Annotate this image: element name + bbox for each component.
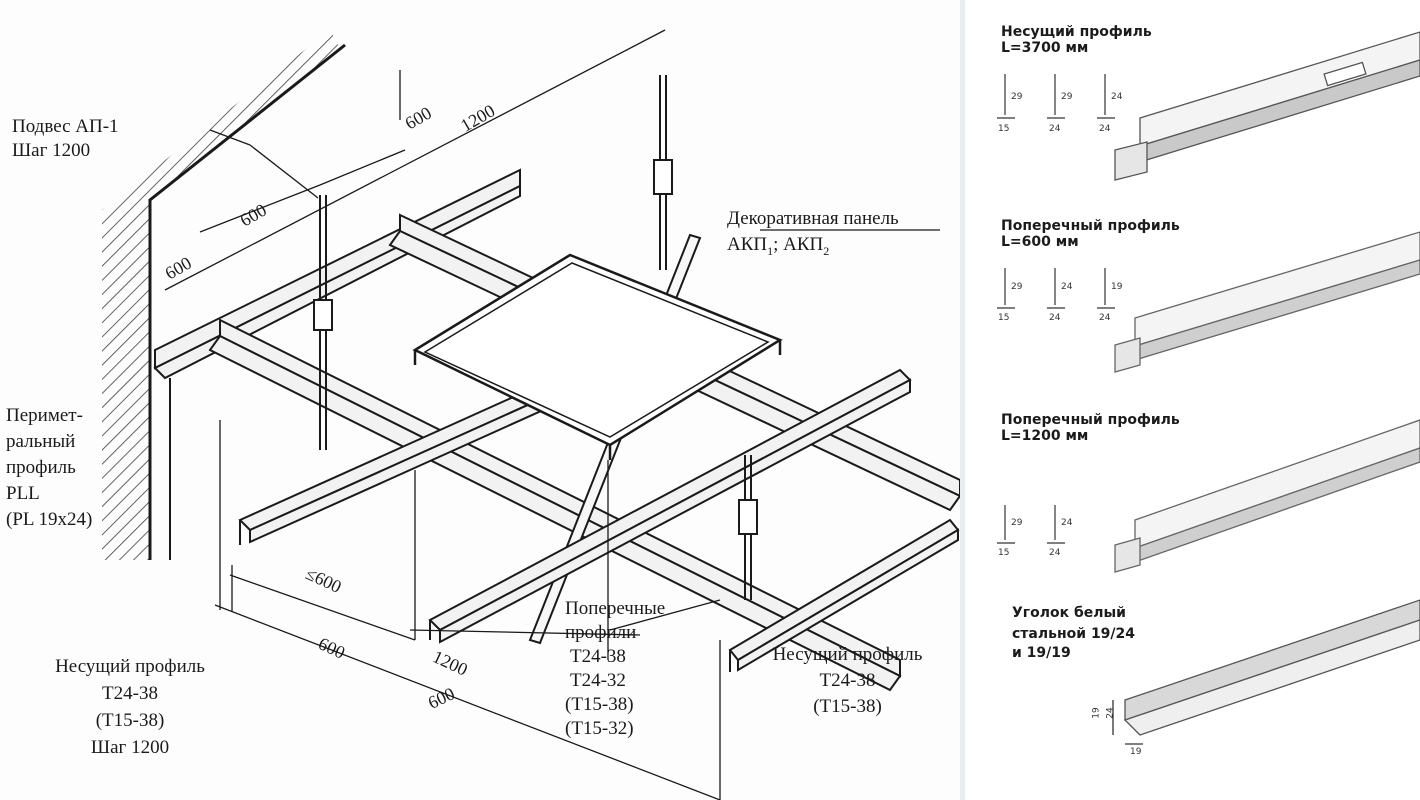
main-profile-section-1-w: 15 (998, 124, 1010, 134)
main-profile-section-2-h: 29 (1061, 92, 1073, 102)
cross-600-section-2-w: 24 (1049, 313, 1061, 323)
ceiling-grid-drawing (102, 29, 960, 800)
cross-600-section-1-w: 15 (998, 313, 1010, 323)
wall-hatching (102, 30, 346, 560)
main-profile-right-label-3: (T15-38) (813, 696, 882, 717)
perimeter-label-2: ральный (6, 431, 76, 452)
perimeter-label-3: профиль (6, 457, 76, 478)
main-profile-right-label-2: T24-38 (819, 670, 876, 691)
cross-1200-title: Поперечный профиль (1001, 412, 1180, 428)
cross-600-section-3-w: 24 (1099, 313, 1111, 323)
cross-1200-length: L=1200 мм (1001, 428, 1089, 444)
panel-types: АКП1; АКП2 (727, 234, 829, 262)
cross-600-section-2-h: 24 (1061, 282, 1073, 292)
cross-profiles-label-1: Поперечные (565, 598, 666, 619)
main-profile-left-label-3: (T15-38) (95, 710, 165, 731)
section-sketches (997, 74, 1115, 544)
cross-profiles-label-4: T24-32 (570, 670, 626, 691)
perimeter-label-4: PLL (6, 483, 40, 504)
main-profile-section-1-h: 29 (1011, 92, 1023, 102)
angle-profile-illustration (1112, 599, 1420, 745)
cross-1200-section-1-h: 29 (1011, 518, 1023, 528)
main-profile-section-3-h: 24 (1111, 92, 1123, 102)
main-profile-left-label-4: Шаг 1200 (90, 737, 170, 758)
angle-title-2: стальной 19/24 (1012, 626, 1136, 642)
cross-profiles (238, 338, 960, 672)
cross-600-section-1-h: 29 (1011, 282, 1023, 292)
cross-600-length: L=600 мм (1001, 234, 1079, 250)
panel-type-1: АКП (727, 234, 768, 255)
main-profile-right-label-1: Несущий профиль (772, 644, 923, 665)
main-profile-left-label-2: T24-38 (102, 683, 158, 704)
dimension-lines (164, 29, 940, 800)
cross-profile-1200-illustration (1114, 419, 1420, 573)
panel-label: Декоративная панель (727, 208, 899, 229)
angle-title-1: Уголок белый (1012, 605, 1126, 621)
main-profile-left-label-1: Несущий профиль (55, 656, 205, 677)
angle-title-3: и 19/19 (1012, 645, 1071, 661)
panel-type-2-index: 2 (823, 243, 830, 258)
suspension-step-label: Шаг 1200 (12, 140, 91, 161)
main-profile-section-2-w: 24 (1049, 124, 1061, 134)
hangers (313, 75, 758, 600)
cross-profiles-label-5: (T15-38) (565, 694, 634, 715)
main-profile-length: L=3700 мм (1001, 40, 1089, 56)
cross-1200-section-2-h: 24 (1061, 518, 1073, 528)
cross-profiles-label-2: профили (565, 622, 637, 643)
main-profile-section-3-w: 24 (1099, 124, 1111, 134)
cross-profiles-label-6: (T15-32) (565, 718, 634, 739)
profile-illustrations (997, 31, 1420, 745)
cross-1200-section-2-w: 24 (1049, 548, 1061, 558)
angle-dim-w: 19 (1130, 747, 1142, 757)
main-profile-illustration (1114, 31, 1420, 181)
angle-dim-h1: 19 (1091, 707, 1102, 719)
cross-600-section-3-h: 19 (1111, 282, 1123, 292)
cross-profiles-label-3: T24-38 (570, 646, 626, 667)
suspension-label: Подвес АП-1 (12, 116, 119, 137)
cross-profile-600-illustration (1114, 231, 1420, 373)
main-profile-title: Несущий профиль (1001, 24, 1152, 40)
panel-type-1-index: 1 (767, 243, 774, 258)
profile-catalog: Несущий профиль L=3700 мм 29 15 29 24 24… (965, 0, 1420, 800)
panel-type-2: ; АКП (773, 234, 824, 255)
cross-1200-section-1-w: 15 (998, 548, 1010, 558)
perimeter-label-5: (PL 19x24) (6, 509, 93, 530)
panel-separator (960, 0, 965, 800)
isometric-ceiling-drawing: Подвес АП-1 Шаг 1200 Декоративная панель… (6, 29, 960, 800)
angle-dim-h2: 24 (1105, 707, 1116, 719)
cross-600-title: Поперечный профиль (1001, 218, 1180, 234)
decorative-panel (412, 253, 783, 460)
perimeter-label-1: Перимет- (6, 405, 83, 426)
